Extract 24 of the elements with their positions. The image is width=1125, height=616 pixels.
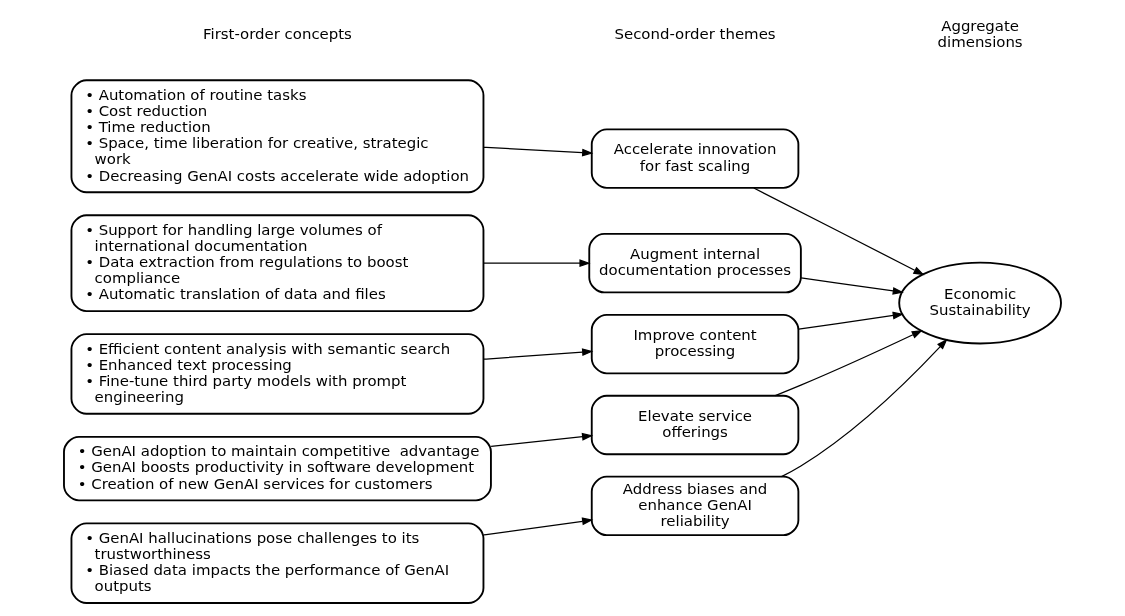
node-ellipse: Economic Sustainability [898,261,1062,345]
node-box: • Efficient content analysis with semantic search • Enhanced text processing • Fine-tune third party models with prompt engineering [70,333,485,415]
label: Second-order themes [614,25,776,44]
arrow [483,146,594,157]
node-box: Improve content processing [590,313,800,375]
arrow [490,432,594,447]
node-box: Elevate service offerings [590,394,800,456]
node-box: Accelerate innovation for fast scaling [590,128,800,189]
arrow [753,187,925,276]
node-box: Address biases and enhance GenAI reliability [590,475,800,537]
node-box: • GenAI hallucinations pose challenges to its trustworthiness • Biased data impacts the performance of GenAI outputs [70,522,485,604]
arrow [483,517,594,536]
arrow [780,338,948,478]
node-box: • Support for handling large volumes of international documentation • Data extraction from regulations to boost compliance • Automatic translation of data and files [70,214,485,313]
label: First-order concepts [203,25,352,44]
label: Aggregate dimensions [937,17,1023,52]
arrow [798,311,904,330]
arrow [774,330,923,397]
arrow [800,277,904,295]
arrow [483,348,594,360]
node-box: Augment internal documentation processes [588,233,802,294]
node-box: • Automation of routine tasks • Cost reduction • Time reduction • Space, time liberation for creative, strategic work • Decreasing GenAI costs accelerate wide adoption [70,79,485,194]
arrow [483,259,591,268]
node-box: • GenAI adoption to maintain competitive advantage • GenAI boosts productivity in software development • Creation of new GenAI services for customers [63,435,492,502]
